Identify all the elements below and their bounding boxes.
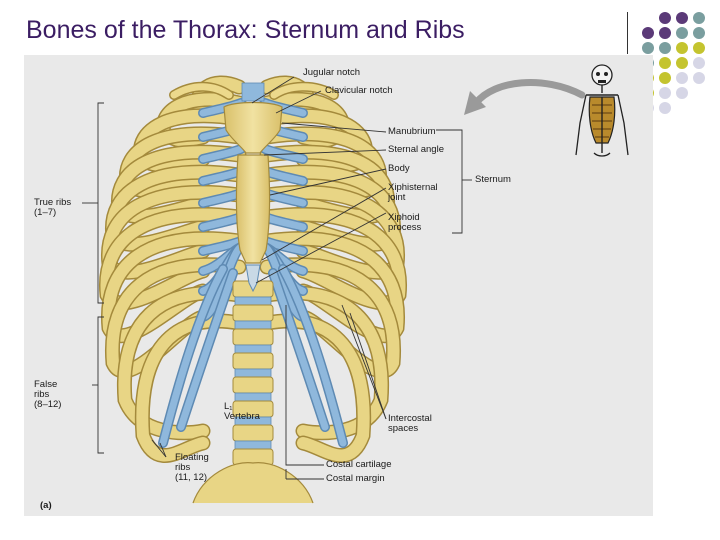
sacrum xyxy=(192,462,314,504)
label-true-ribs: True ribs (1–7) xyxy=(34,197,72,218)
decorative-dot xyxy=(676,42,688,54)
label-costal-cartilage: Costal cartilage xyxy=(326,459,392,470)
left-lower-cartilage xyxy=(177,269,237,431)
right-costal-margin-cartilage xyxy=(279,265,347,447)
thorax-illustration xyxy=(82,64,629,504)
vertebral-body xyxy=(232,352,274,370)
vertebral-column xyxy=(192,280,314,504)
intervertebral-disc xyxy=(234,320,272,330)
title-divider xyxy=(627,12,628,54)
right-ribs xyxy=(259,75,408,463)
panel-letter: (a) xyxy=(40,500,52,511)
label-jugular-notch: Jugular notch xyxy=(303,67,361,78)
manubrium xyxy=(223,101,283,154)
leader-lines xyxy=(82,76,472,480)
label-costal-margin: Costal margin xyxy=(326,473,385,484)
skeleton-icon xyxy=(575,64,629,157)
decorative-dot xyxy=(676,27,688,39)
label-body: Body xyxy=(388,163,410,174)
decorative-dot xyxy=(659,102,671,114)
decorative-dot xyxy=(693,27,705,39)
label-intercostal-spaces: Intercostal spaces xyxy=(388,413,432,434)
decorative-dot xyxy=(693,72,705,84)
decorative-dot xyxy=(676,12,688,24)
slide-title: Bones of the Thorax: Sternum and Ribs xyxy=(26,16,465,44)
decorative-dot xyxy=(676,87,688,99)
thorax-figure: Jugular notch Clavicular notch Manubrium… xyxy=(24,55,653,516)
decorative-dot xyxy=(659,12,671,24)
label-vertebra: L₁ Vertebra xyxy=(224,401,260,422)
decorative-dot xyxy=(659,42,671,54)
decorative-dot xyxy=(659,57,671,69)
intervertebral-disc xyxy=(234,296,272,306)
decorative-dot xyxy=(676,57,688,69)
right-rib-11 xyxy=(261,286,388,439)
sternal-body xyxy=(235,154,271,264)
label-sternal-angle: Sternal angle xyxy=(388,144,444,155)
decorative-dot xyxy=(659,72,671,84)
left-ribs xyxy=(98,75,247,463)
decorative-dot xyxy=(642,27,654,39)
label-sternum: Sternum xyxy=(475,174,511,185)
decorative-dot xyxy=(659,27,671,39)
label-xiphisternal-joint: Xiphisternal joint xyxy=(388,182,438,203)
vertebral-body xyxy=(232,328,274,346)
vertebral-body xyxy=(232,304,274,322)
left-cartilage-3 xyxy=(199,145,245,163)
left-costal-margin-cartilage xyxy=(159,265,227,447)
xiphoid-process xyxy=(245,264,261,293)
intervertebral-disc xyxy=(234,392,272,402)
decorative-dot xyxy=(693,42,705,54)
decorative-dot xyxy=(676,72,688,84)
left-rib-11 xyxy=(118,286,245,439)
right-costal-cartilage xyxy=(260,98,348,448)
decorative-dot xyxy=(642,42,654,54)
label-xiphoid-process: Xiphoid process xyxy=(388,212,422,233)
right-lower-cartilage xyxy=(269,269,329,431)
decorative-dot xyxy=(693,12,705,24)
label-false-ribs: False ribs (8–12) xyxy=(34,379,62,410)
curved-arrow-icon xyxy=(472,79,586,107)
intervertebral-disc xyxy=(234,368,272,378)
upper-vertebra xyxy=(241,82,265,102)
intervertebral-disc xyxy=(234,344,272,354)
label-clavicular-notch: Clavicular notch xyxy=(325,85,393,96)
decorative-dot xyxy=(693,57,705,69)
label-floating-ribs: Floating ribs (11, 12) xyxy=(175,452,209,483)
decorative-dot xyxy=(659,87,671,99)
vertebral-body xyxy=(232,424,274,442)
sternum xyxy=(223,82,283,293)
intervertebral-disc xyxy=(234,440,272,450)
label-manubrium: Manubrium xyxy=(388,126,436,137)
vertebral-body xyxy=(232,376,274,394)
